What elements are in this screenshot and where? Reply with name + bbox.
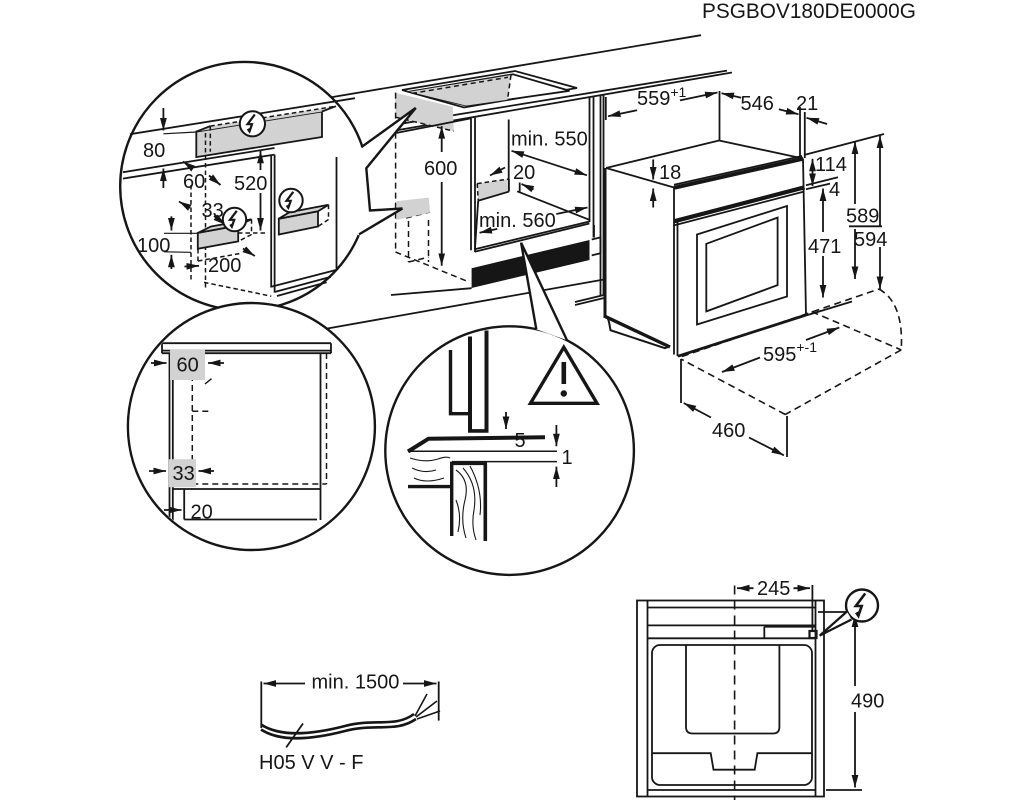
svg-text:33: 33 xyxy=(173,463,195,485)
svg-text:PSGBOV180DE0000G: PSGBOV180DE0000G xyxy=(702,0,916,23)
svg-text:min. 550: min. 550 xyxy=(511,129,588,151)
svg-text:520: 520 xyxy=(234,173,267,195)
svg-text:589: 589 xyxy=(846,206,879,228)
svg-text:60: 60 xyxy=(183,171,205,193)
svg-text:546: 546 xyxy=(741,93,774,115)
svg-text:1: 1 xyxy=(562,447,573,469)
svg-text:4: 4 xyxy=(829,179,840,201)
svg-text:200: 200 xyxy=(208,255,241,277)
svg-text:100: 100 xyxy=(137,235,170,257)
svg-text:471: 471 xyxy=(808,236,841,258)
svg-text:245: 245 xyxy=(757,578,790,600)
svg-text:460: 460 xyxy=(712,420,745,442)
svg-text:594: 594 xyxy=(854,229,887,251)
svg-text:595+-1: 595+-1 xyxy=(763,339,817,366)
svg-text:18: 18 xyxy=(659,162,681,184)
svg-text:33: 33 xyxy=(202,200,224,222)
svg-text:114: 114 xyxy=(815,154,847,176)
svg-text:21: 21 xyxy=(796,93,818,115)
svg-text:600: 600 xyxy=(424,158,457,180)
svg-text:20: 20 xyxy=(191,502,213,524)
svg-text:min. 560: min. 560 xyxy=(479,210,556,232)
svg-text:490: 490 xyxy=(851,691,884,713)
svg-text:min. 1500: min. 1500 xyxy=(312,672,400,694)
svg-text:80: 80 xyxy=(143,140,165,162)
svg-text:H05 V V - F: H05 V V - F xyxy=(259,752,363,774)
svg-text:5: 5 xyxy=(515,430,526,452)
svg-text:20: 20 xyxy=(513,162,535,184)
svg-text:559+1: 559+1 xyxy=(637,84,687,110)
svg-text:60: 60 xyxy=(177,355,199,377)
